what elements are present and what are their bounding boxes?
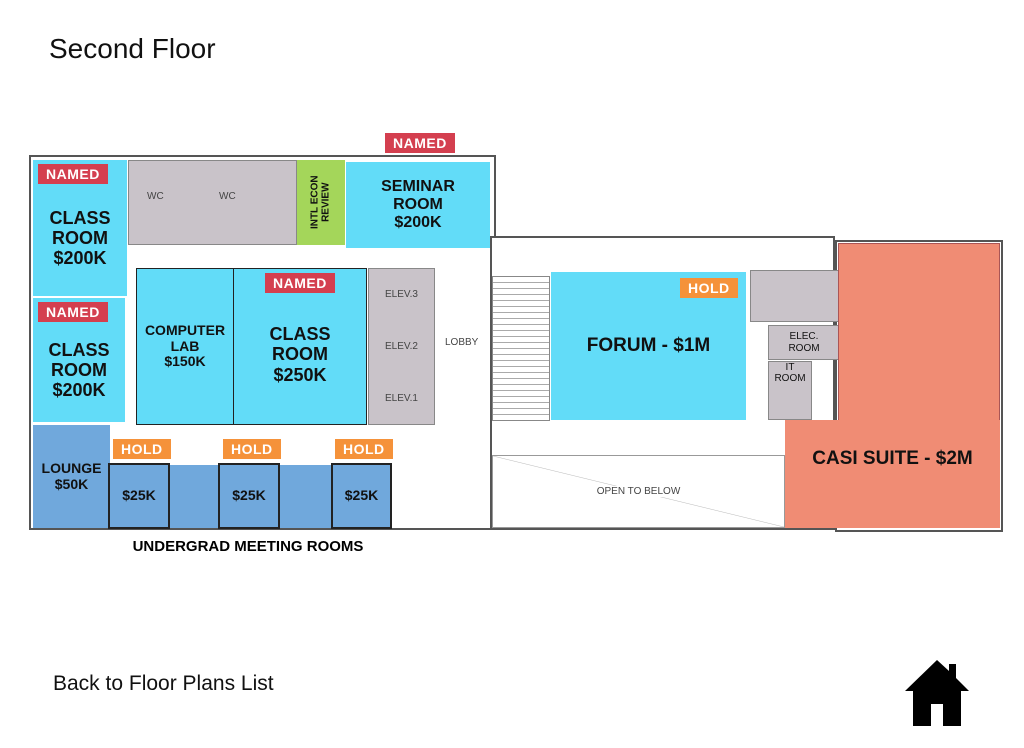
restrooms-stairs: WC WC	[128, 160, 297, 245]
elevator-1-label: ELEV.1	[385, 392, 418, 404]
stairwell-east	[750, 270, 840, 322]
stairwell	[492, 276, 550, 421]
named-tag: NAMED	[385, 133, 455, 153]
home-icon	[905, 660, 969, 726]
room-lounge[interactable]: LOUNGE $50K	[33, 425, 110, 528]
undergrad-meeting-rooms-label: UNDERGRAD MEETING ROOMS	[132, 538, 364, 555]
elevator-3-label: ELEV.3	[385, 289, 418, 301]
room-elec: ELEC. ROOM	[768, 325, 840, 360]
wc-label: WC	[219, 191, 236, 202]
hold-tag: HOLD	[223, 439, 281, 459]
room-intl-econ-review[interactable]: INTL ECON REVIEW	[297, 160, 345, 245]
room-meeting-2[interactable]: $25K	[218, 463, 280, 529]
back-to-floor-plans-link[interactable]: Back to Floor Plans List	[53, 672, 274, 695]
elevator-2-label: ELEV.2	[385, 340, 418, 352]
casi-suite-offices	[838, 243, 1000, 423]
hold-tag: HOLD	[335, 439, 393, 459]
room-it: IT ROOM	[768, 361, 812, 420]
named-tag: NAMED	[38, 164, 108, 184]
page-title: Second Floor	[49, 33, 216, 64]
open-to-below: OPEN TO BELOW	[492, 455, 785, 528]
elevator-bank: ELEV.3 ELEV.2 ELEV.1	[368, 268, 435, 425]
room-seminar[interactable]: SEMINAR ROOM $200K	[346, 162, 490, 248]
intl-econ-label: INTL ECON REVIEW	[309, 175, 332, 230]
wc-label: WC	[147, 191, 164, 202]
lobby-label: LOBBY	[445, 337, 479, 348]
hold-tag: HOLD	[680, 278, 738, 298]
room-casi-suite[interactable]: CASI SUITE - $2M	[785, 420, 1000, 528]
named-tag: NAMED	[38, 302, 108, 322]
named-tag: NAMED	[265, 273, 335, 293]
hold-tag: HOLD	[113, 439, 171, 459]
room-classroom-center[interactable]: CLASS ROOM $250K	[233, 268, 367, 425]
room-meeting-3[interactable]: $25K	[331, 463, 392, 529]
room-computer-lab[interactable]: COMPUTER LAB $150K	[136, 268, 234, 425]
home-button[interactable]	[905, 658, 969, 728]
room-meeting-1[interactable]: $25K	[108, 463, 170, 529]
open-to-below-label: OPEN TO BELOW	[596, 485, 681, 498]
